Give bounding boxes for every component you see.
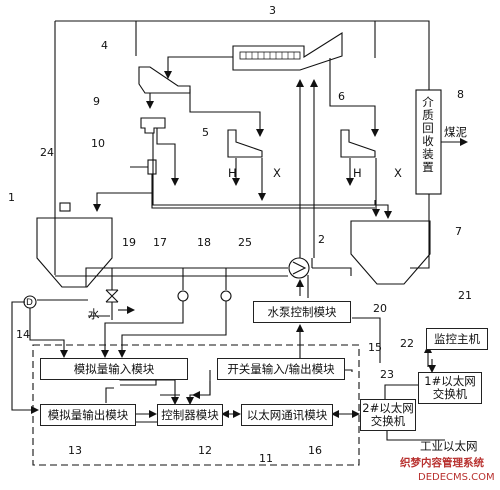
label-9: 9 [93, 95, 100, 108]
label-4: 4 [101, 39, 108, 52]
density-d-label: D [26, 298, 33, 308]
analog-output-module: 模拟量输出模块 [40, 404, 136, 426]
controller-module: 控制器模块 [157, 404, 223, 426]
label-8: 8 [457, 88, 464, 101]
label-3: 3 [269, 4, 276, 17]
label-15: 15 [368, 341, 382, 354]
screen-5 [227, 129, 263, 158]
label-19: 19 [122, 236, 136, 249]
label-11: 11 [259, 452, 273, 465]
ethernet-switch-1: 1#以太网 交换机 [418, 372, 482, 404]
tank-7 [350, 220, 431, 285]
ethernet-comm-module: 以太网通讯模块 [241, 404, 333, 426]
label-25: 25 [238, 236, 252, 249]
slime-label: 煤泥 [444, 125, 467, 139]
pump-control-module: 水泵控制模块 [253, 301, 351, 323]
label-21: 21 [458, 289, 472, 302]
label-16: 16 [308, 444, 322, 457]
label-22: 22 [400, 337, 414, 350]
unit-9 [140, 117, 166, 134]
label-x-left: X [273, 166, 281, 180]
pump-2 [288, 257, 310, 279]
monitor-host: 监控主机 [426, 328, 488, 350]
watermark-line1: 织梦内容管理系统 [400, 457, 484, 469]
label-18: 18 [197, 236, 211, 249]
switch-io-module: 开关量输入/输出模块 [217, 358, 345, 380]
label-2: 2 [318, 233, 325, 246]
label-7: 7 [455, 225, 462, 238]
industrial-ethernet-label: 工业以太网 [420, 439, 478, 453]
label-1: 1 [8, 191, 15, 204]
analog-input-module: 模拟量输入模块 [40, 358, 188, 380]
label-13: 13 [68, 444, 82, 457]
label-x-right: X [394, 166, 402, 180]
screen-4 [138, 66, 191, 94]
label-14: 14 [16, 328, 30, 341]
tank-1 [36, 217, 113, 288]
switch2-line1: 2#以太网 [362, 401, 414, 415]
label-h-left: H [228, 166, 237, 180]
watermark-line2: DEDECMS.COM [418, 472, 495, 483]
label-24: 24 [40, 146, 54, 159]
label-h-right: H [353, 166, 362, 180]
water-label: 水 [88, 307, 100, 321]
label-20: 20 [373, 302, 387, 315]
control-cabinet-outline [32, 344, 360, 466]
ethernet-switch-2: 2#以太网 交换机 [360, 399, 416, 431]
label-12: 12 [198, 444, 212, 457]
switch1-line2: 交换机 [432, 387, 468, 401]
label-23: 23 [380, 368, 394, 381]
label-10: 10 [91, 137, 105, 150]
switch1-line1: 1#以太网 [424, 374, 476, 388]
medium-recovery-label: 介质回收装置 [422, 95, 434, 174]
screen-3 [232, 32, 343, 71]
switch2-line2: 交换机 [370, 414, 406, 428]
sensor-10 [147, 159, 157, 175]
label-17: 17 [153, 236, 167, 249]
label-5: 5 [202, 126, 209, 139]
sensor-24 [59, 202, 71, 212]
label-6: 6 [338, 90, 345, 103]
screen-6 [340, 129, 376, 158]
